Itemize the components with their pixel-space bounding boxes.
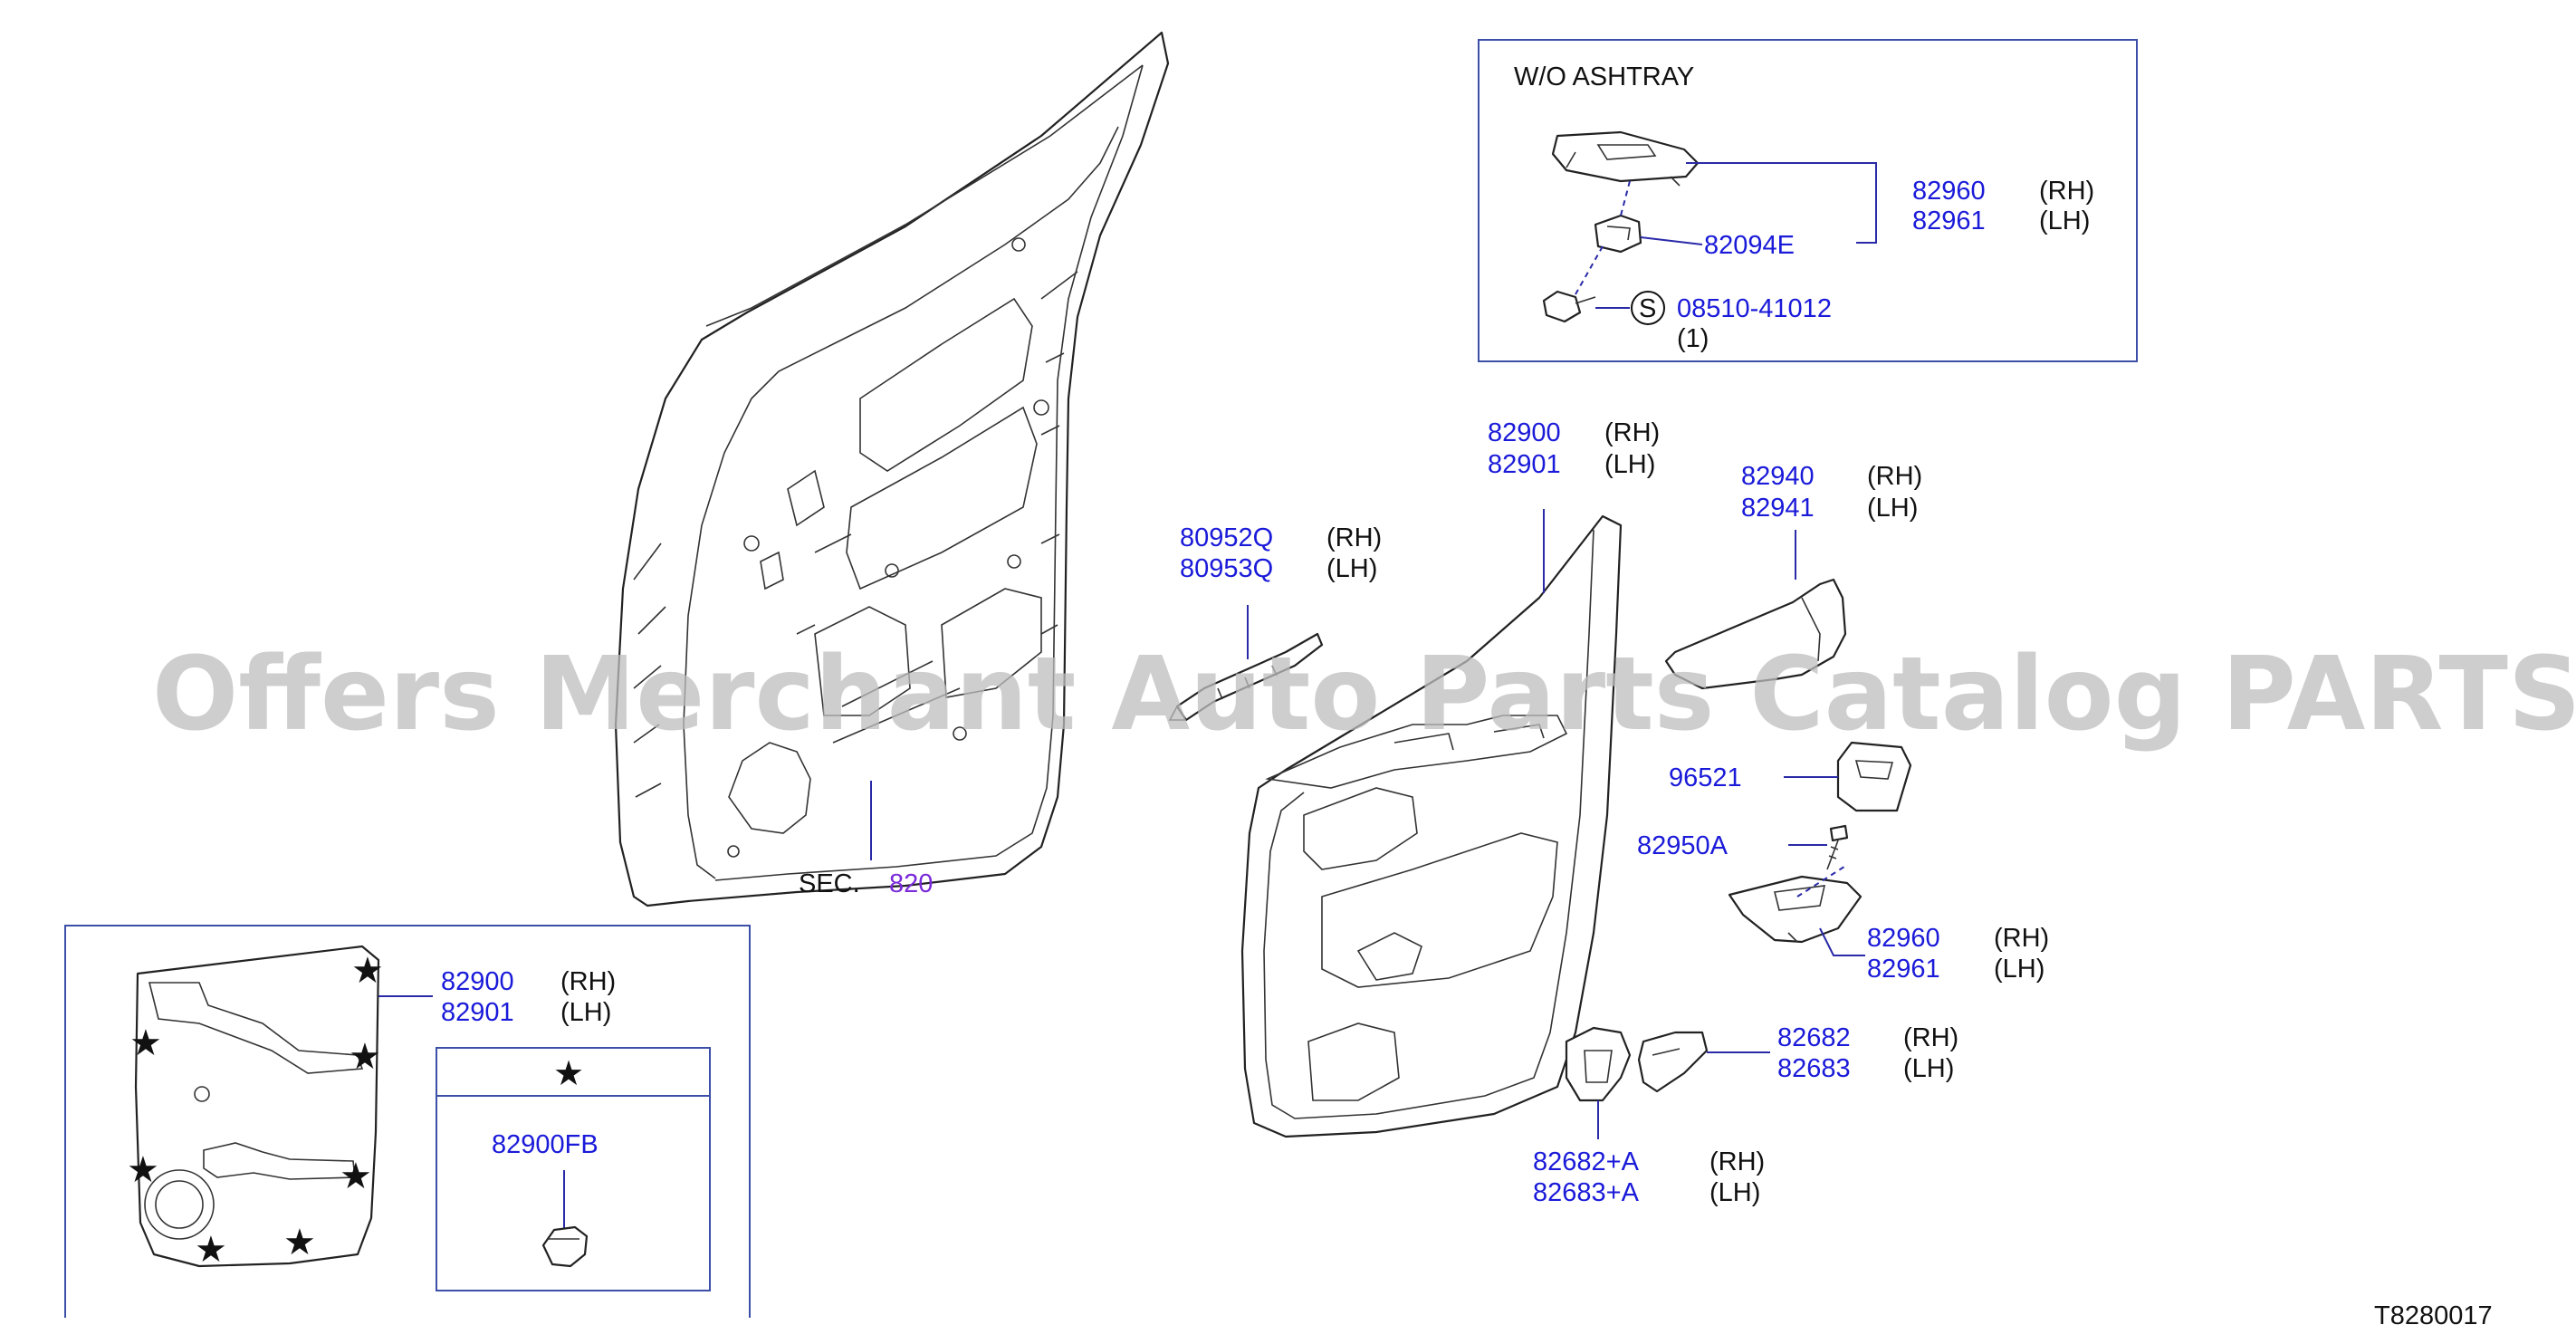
part-number-08510-41012[interactable]: 08510-41012 <box>1677 294 1832 323</box>
screw-part[interactable] <box>1826 824 1849 870</box>
trim-clip-part[interactable] <box>541 1225 589 1268</box>
finisher-clip-layout[interactable] <box>134 945 380 1268</box>
sec-label: SEC. <box>799 869 860 898</box>
watermark: Offers Merchant Auto Parts Catalog PARTS… <box>152 636 2576 754</box>
clip-detail-box <box>436 1047 711 1291</box>
side-rh: (RH) <box>1604 418 1660 447</box>
inset-title: W/O ASHTRAY <box>1514 62 1694 91</box>
side-rh: (RH) <box>1326 523 1382 552</box>
side-lh: (LH) <box>1326 554 1377 583</box>
standard-part-symbol <box>1631 291 1665 325</box>
side-rh: (RH) <box>560 967 616 996</box>
side-lh: (LH) <box>1994 955 2045 984</box>
part-number-82900-inset[interactable]: 82900 <box>441 967 514 996</box>
inset-clip-locations <box>64 925 751 1318</box>
clip-symbol-star: ★ <box>553 1053 584 1093</box>
part-number-82960-main[interactable]: 82960 <box>1867 924 1940 953</box>
bolt-part[interactable] <box>1542 290 1596 323</box>
clip-star-markers: ★ ★ ★ ★ ★ ★ ★ <box>127 950 384 1271</box>
door-inner-panel[interactable] <box>614 31 1170 907</box>
part-number-82682A[interactable]: 82682+A <box>1533 1147 1640 1176</box>
part-number-82940[interactable]: 82940 <box>1741 462 1815 491</box>
svg-text:★: ★ <box>351 950 384 992</box>
part-number-96521[interactable]: 96521 <box>1669 763 1742 792</box>
part-number-82950A[interactable]: 82950A <box>1637 831 1729 860</box>
svg-text:★: ★ <box>127 1149 159 1191</box>
part-number-82683[interactable]: 82683 <box>1777 1054 1851 1083</box>
escutcheon-part[interactable] <box>1565 1026 1632 1102</box>
bolt-quantity: (1) <box>1677 324 1709 353</box>
leader-82960-top <box>1686 162 1877 244</box>
diagram-code: T8280017 <box>2374 1301 2493 1330</box>
side-rh: (RH) <box>1867 462 1922 491</box>
inside-handle-part[interactable] <box>1637 1031 1709 1093</box>
part-number-82961-main[interactable]: 82961 <box>1867 955 1940 984</box>
part-number-82901-inset[interactable]: 82901 <box>441 998 514 1027</box>
side-rh: (RH) <box>1994 924 2049 953</box>
door-finisher-part[interactable] <box>1240 514 1623 1138</box>
leader-82094E <box>1640 236 1703 245</box>
part-number-80952Q[interactable]: 80952Q <box>1180 523 1273 552</box>
svg-text:★: ★ <box>340 1156 372 1197</box>
part-number-80953Q[interactable]: 80953Q <box>1180 554 1273 583</box>
side-lh: (LH) <box>2039 206 2090 235</box>
assembly-dash-1 <box>1620 180 1631 216</box>
part-number-82900-main[interactable]: 82900 <box>1488 418 1561 447</box>
side-lh: (LH) <box>1903 1054 1954 1083</box>
part-number-82960-top[interactable]: 82960 <box>1912 177 1986 206</box>
pocket-part[interactable] <box>1728 875 1863 944</box>
assembly-dash-2 <box>1575 245 1604 295</box>
ashtray-part[interactable] <box>1836 741 1912 812</box>
side-lh: (LH) <box>1867 494 1918 523</box>
side-lh: (LH) <box>1604 450 1655 479</box>
side-lh: (LH) <box>560 998 611 1027</box>
part-number-82941[interactable]: 82941 <box>1741 494 1815 523</box>
retainer-clip-part[interactable] <box>1594 214 1642 254</box>
inset-wo-ashtray <box>1478 39 2138 362</box>
svg-text:★: ★ <box>283 1222 316 1263</box>
part-number-82683A[interactable]: 82683+A <box>1533 1178 1640 1207</box>
side-lh: (LH) <box>1709 1178 1760 1207</box>
svg-text:★: ★ <box>129 1022 162 1064</box>
svg-text:★: ★ <box>349 1036 381 1078</box>
side-rh: (RH) <box>2039 177 2094 206</box>
side-rh: (RH) <box>1709 1147 1765 1176</box>
leader-82960-main <box>1819 927 1865 956</box>
side-rh: (RH) <box>1903 1023 1958 1052</box>
svg-text:★: ★ <box>195 1229 227 1271</box>
part-number-82682[interactable]: 82682 <box>1777 1023 1851 1052</box>
standard-part-letter: S <box>1639 294 1656 323</box>
part-number-82900FB[interactable]: 82900FB <box>492 1130 599 1159</box>
pull-grip-part[interactable] <box>1664 578 1847 690</box>
sec-number[interactable]: 820 <box>889 869 933 898</box>
bracket-part[interactable] <box>1168 632 1324 722</box>
part-number-82961-top[interactable]: 82961 <box>1912 206 1986 235</box>
part-number-82901-main[interactable]: 82901 <box>1488 450 1561 479</box>
ashtray-cover-part[interactable] <box>1551 130 1700 187</box>
part-number-82094E[interactable]: 82094E <box>1704 231 1795 260</box>
